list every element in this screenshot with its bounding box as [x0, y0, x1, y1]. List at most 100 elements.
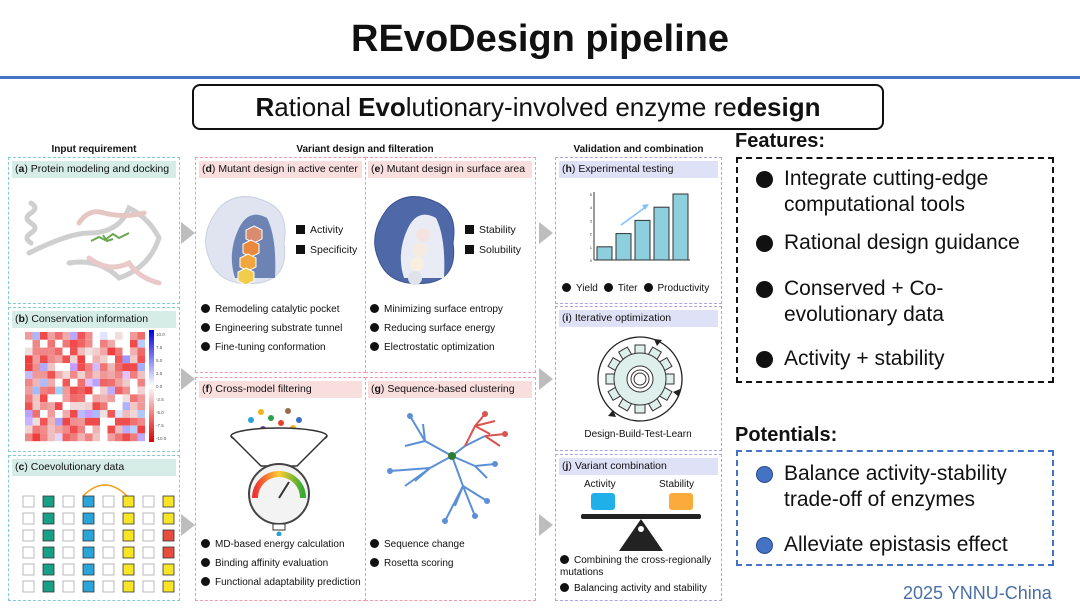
- bullet-item: Fine-tuning conformation: [201, 338, 342, 357]
- potentials-title: Potentials:: [735, 424, 838, 446]
- coevolution-cell: [122, 580, 135, 593]
- panel-protein-modeling: (a) Protein modeling and docking: [8, 157, 180, 304]
- heatmap-cell: [100, 394, 108, 403]
- heatmap-cell: [55, 339, 63, 348]
- coevolution-cell: [122, 495, 135, 508]
- coevolution-cell: [102, 495, 115, 508]
- coevolution-cell: [102, 512, 115, 525]
- heatmap-cell: [122, 386, 130, 395]
- column-header-input: Input requirement: [51, 144, 137, 155]
- heatmap-cell: [107, 347, 115, 356]
- heatmap-cell: [92, 410, 100, 418]
- heatmap-cell: [137, 339, 145, 348]
- heatmap-cell: [47, 378, 55, 387]
- heatmap-cell: [122, 410, 130, 418]
- heatmap-cell: [40, 339, 48, 348]
- colorbar-tick: 0.0: [156, 384, 163, 389]
- heatmap-cell: [25, 378, 33, 387]
- feature-item: Rational design guidance: [756, 230, 1020, 256]
- metric-yield: Yield: [562, 279, 598, 298]
- heatmap-cell: [25, 394, 33, 403]
- heatmap-cell: [70, 410, 78, 418]
- heatmap-cell: [92, 402, 100, 410]
- heatmap-cell: [115, 378, 123, 387]
- cycle-caption: Design-Build-Test-Learn: [584, 429, 692, 440]
- panel-header: (g) Sequence-based clustering: [368, 381, 532, 398]
- funnel-gauge-illustration: [230, 408, 328, 536]
- heatmap-cell: [62, 371, 70, 379]
- coevolution-cell: [82, 580, 95, 593]
- heatmap-cell: [40, 425, 48, 434]
- heatmap-cell: [47, 394, 55, 403]
- heatmap-cell: [92, 363, 100, 371]
- heatmap-cell: [70, 332, 78, 340]
- heatmap-cell: [55, 371, 63, 379]
- heatmap-cell: [107, 386, 115, 395]
- heatmap-cell: [92, 386, 100, 395]
- colorbar-tick: -7.5: [156, 423, 164, 428]
- heatmap-cell: [130, 394, 138, 403]
- arrow-right-icon: [539, 222, 553, 244]
- heatmap-cell: [70, 386, 78, 395]
- heatmap-cell: [40, 371, 48, 379]
- panel-header: (j) Variant combination: [559, 458, 718, 475]
- bullet-item: Engineering substrate tunnel: [201, 319, 342, 338]
- heatmap-cell: [77, 410, 85, 418]
- heatmap-cell: [122, 394, 130, 403]
- heatmap-cell: [85, 371, 93, 379]
- sub-ational: ational: [274, 92, 359, 122]
- coevolution-cell: [122, 563, 135, 576]
- heatmap-cell: [137, 363, 145, 371]
- colorbar-tick: -5.0: [156, 410, 164, 415]
- heatmap-cell: [100, 417, 108, 426]
- heatmap-cell: [32, 394, 40, 403]
- sub-design: design: [736, 92, 821, 122]
- tag-solubility: Solubility: [465, 240, 521, 260]
- panel-header: (i) Iterative optimization: [559, 310, 718, 327]
- coevolution-cell: [82, 546, 95, 559]
- heatmap-cell: [137, 347, 145, 356]
- heatmap-cell: [55, 355, 63, 364]
- colorbar-tick: -10.0: [156, 436, 167, 441]
- heatmap-cell: [32, 410, 40, 418]
- feature-item: Conserved + Co-evolutionary data: [756, 276, 1016, 328]
- panel-iterative-optimization: (i) Iterative optimization Design-Build-…: [555, 306, 722, 451]
- subtitle-box: Rational Evolutionary-involved enzyme re…: [192, 84, 884, 130]
- heatmap-cell: [122, 378, 130, 387]
- heatmap-cell: [122, 347, 130, 356]
- heatmap-cell: [70, 347, 78, 356]
- heatmap-cell: [85, 332, 93, 340]
- heatmap-cell: [115, 417, 123, 426]
- heatmap-cell: [115, 347, 123, 356]
- heatmap-cell: [25, 425, 33, 434]
- bullet-item: Electrostatic optimization: [370, 338, 503, 357]
- bullet-item: Reducing surface energy: [370, 319, 503, 338]
- bullet-list: Remodeling catalytic pocket Engineering …: [201, 300, 342, 357]
- heatmap-cell: [47, 347, 55, 356]
- heatmap-cell: [122, 425, 130, 434]
- heatmap-cell: [55, 402, 63, 410]
- coevolution-cell: [142, 495, 155, 508]
- coevolution-cell: [162, 529, 175, 542]
- heatmap-cell: [115, 363, 123, 371]
- coevolution-cell: [22, 512, 35, 525]
- heatmap-cell: [130, 332, 138, 340]
- heatmap-cell: [32, 402, 40, 410]
- heatmap-cell: [55, 363, 63, 371]
- heatmap-cell: [47, 386, 55, 395]
- title-divider: [0, 76, 1080, 79]
- heatmap-cell: [32, 332, 40, 340]
- heatmap-cell: [70, 371, 78, 379]
- y-tick-label: 5: [590, 192, 593, 197]
- panel-sequence-clustering: (g) Sequence-based clustering Sequence c…: [365, 377, 536, 601]
- heatmap-cell: [32, 363, 40, 371]
- heatmap-cell: [77, 332, 85, 340]
- heatmap-cell: [77, 347, 85, 356]
- heatmap-cell: [40, 347, 48, 356]
- heatmap-cell: [107, 410, 115, 418]
- panel-header: (f) Cross-model filtering: [199, 381, 362, 398]
- heatmap-cell: [122, 332, 130, 340]
- y-tick-label: 3: [590, 218, 593, 223]
- coevolution-cell: [62, 529, 75, 542]
